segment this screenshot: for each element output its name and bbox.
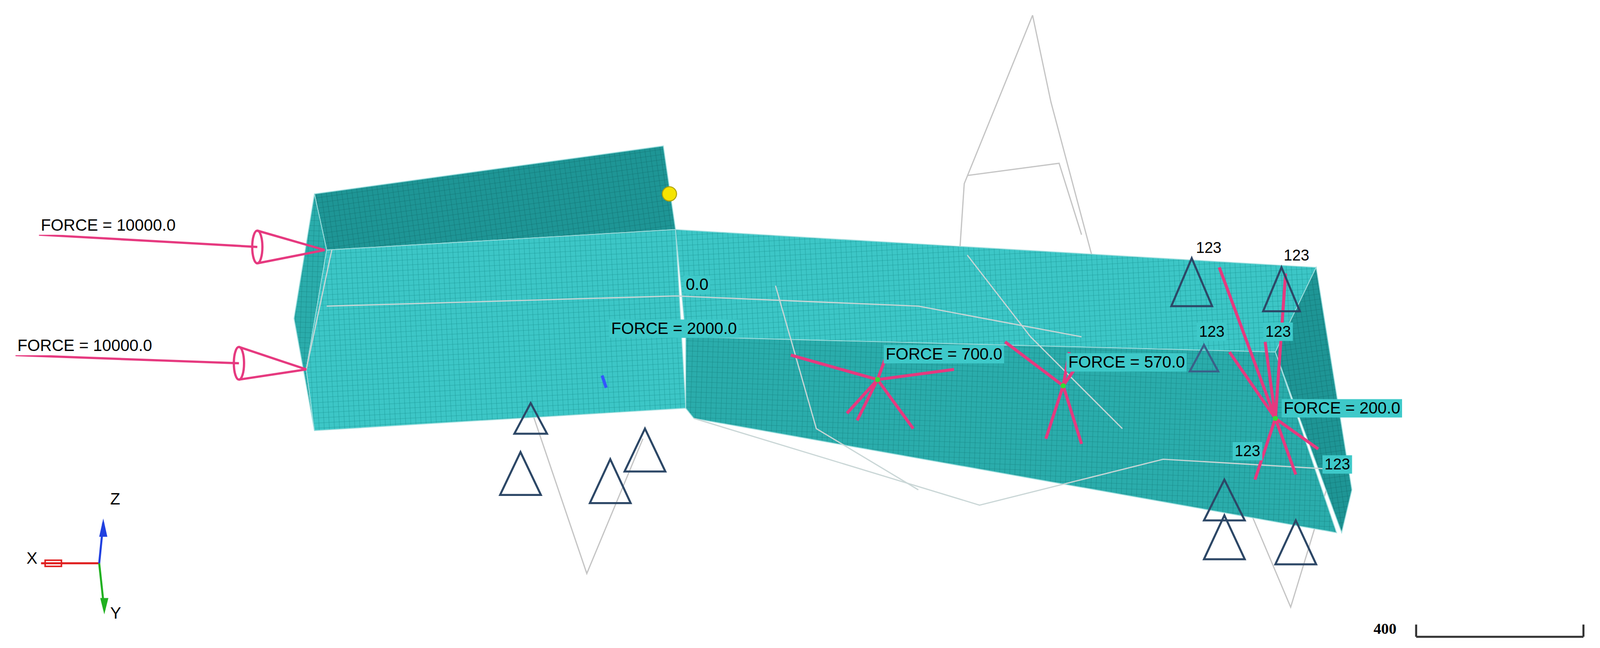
constraint-dof: 123 [1281, 245, 1312, 265]
small-force-marker [602, 375, 607, 388]
constraint-dof: 123 [1232, 441, 1263, 461]
node-marker [662, 186, 677, 201]
constraint-symbol [514, 402, 547, 434]
load-points [875, 376, 1279, 421]
feature-edge [693, 418, 1337, 505]
constraints [500, 258, 1316, 564]
force-arrow-cone [257, 230, 325, 264]
axis-label: Z [107, 489, 123, 509]
axis-triad [41, 518, 109, 615]
force-label: 0.0 [683, 275, 711, 295]
force-spider [1219, 267, 1319, 480]
force-label: FORCE = 200.0 [1281, 399, 1403, 418]
load-point [1060, 383, 1066, 389]
force-spider [790, 351, 955, 429]
feature-edge [967, 255, 1123, 429]
constraint-dof: 123 [1197, 322, 1227, 341]
distributed-force-spiders [790, 267, 1319, 480]
y-axis-head [100, 597, 109, 614]
x-axis-head [44, 560, 62, 567]
force-arrow-cone [233, 346, 245, 380]
load-point [875, 376, 881, 383]
force-label: FORCE = 700.0 [883, 344, 1005, 364]
constraint-symbol [1189, 344, 1218, 372]
force-arrow-cone [252, 230, 263, 264]
force-label: FORCE = 10000.0 [15, 336, 154, 356]
force-label: FORCE = 2000.0 [609, 319, 740, 339]
force-arrow-shaft [38, 234, 258, 247]
feature-edge [306, 250, 332, 370]
scale-bar [1416, 624, 1584, 637]
axis-label: X [24, 548, 40, 568]
force-arrow-shaft [15, 355, 240, 364]
wire-line [967, 163, 1082, 235]
mesh-body [294, 145, 1352, 533]
constraint-symbol [589, 458, 631, 503]
force-label: FORCE = 570.0 [1066, 353, 1188, 372]
force-arrows [15, 230, 325, 380]
force-label: FORCE = 10000.0 [38, 216, 178, 235]
z-axis-head [98, 518, 108, 537]
constraint-symbol [1204, 515, 1245, 560]
mesh-face [675, 229, 1317, 353]
x-axis [41, 562, 100, 564]
feature-edge [775, 285, 919, 490]
load-point [1272, 415, 1279, 421]
constraint-dof: 123 [1322, 455, 1353, 474]
constraint-symbol [500, 451, 541, 495]
constraint-symbol [1275, 520, 1316, 565]
constraint-symbol [1171, 258, 1213, 306]
constraint-symbol [624, 428, 666, 472]
feature-edges [306, 250, 1337, 506]
force-arrow-cone [239, 346, 307, 380]
axis-label: Y [107, 604, 124, 623]
constraint-symbol [1263, 267, 1301, 312]
constraint-dof: 123 [1193, 238, 1224, 258]
constraint-dof: 123 [1263, 322, 1294, 341]
scale-value: 400 [1371, 619, 1399, 638]
